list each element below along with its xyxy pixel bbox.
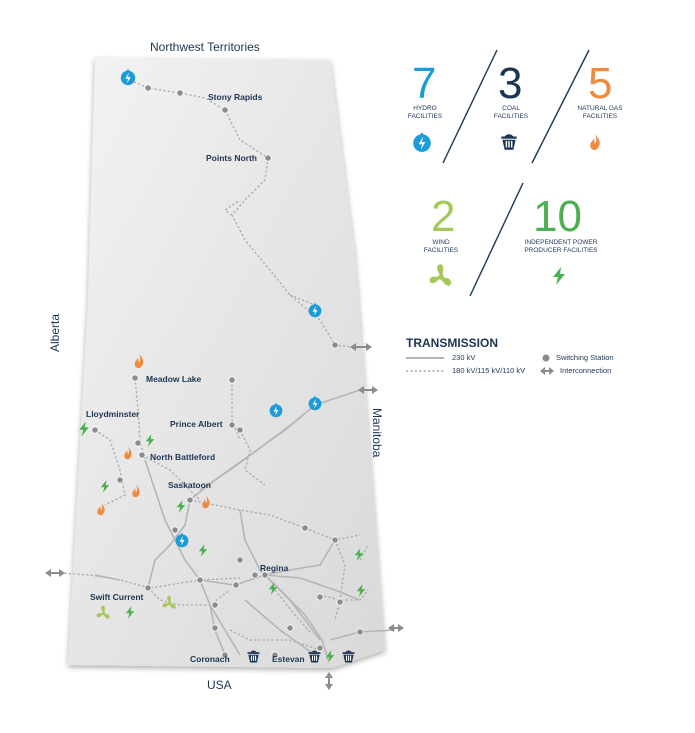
region-label-east: Manitoba [370,408,384,458]
city-label-prince-albert: Prince Albert [170,419,223,429]
city-label-swift-current: Swift Current [90,592,144,602]
wind-label: WIND FACILITIES [423,239,459,254]
legend-180kv: 180 kV/115 kV/110 kV [452,366,526,375]
gas-label: NATURAL GAS FACILITIES [577,105,623,120]
gas-count: 5 [588,59,613,108]
coal-label: COAL FACILITIES [493,105,529,120]
city-label-points-north: Points North [206,153,257,163]
stat-dividers [442,49,590,297]
region-label-north: Northwest Territories [150,40,260,54]
ipp-label: INDEPENDENT POWER PRODUCER FACILITIES [524,239,598,254]
city-label-north-battleford: North Battleford [150,452,216,462]
city-label-regina: Regina [260,563,289,573]
saskatchewan-province-shape [68,58,385,668]
city-label-stony-rapids: Stony Rapids [208,92,263,102]
solid-transmission-lines [94,389,396,661]
city-label-lloydminster: Lloydminster [86,409,140,419]
legend-symbols [406,354,554,375]
city-label-estevan: Estevan [272,654,305,664]
hydro-label: HYDRO FACILITIES [407,105,443,120]
city-label-coronach: Coronach [190,654,230,664]
legend-switching-station: Switching Station [556,353,614,362]
region-label-south: USA [207,678,232,692]
wind-count: 2 [431,192,456,241]
coal-count: 3 [498,59,523,108]
city-label-meadow-lake: Meadow Lake [146,374,202,384]
legend-title: TRANSMISSION [406,336,499,350]
legend-interconnection: Interconnection [560,366,612,375]
hydro-count: 7 [412,59,437,108]
interconnection-arrows [45,343,404,690]
region-label-west: Alberta [48,313,62,352]
city-label-saskatoon: Saskatoon [168,480,211,490]
ipp-count: 10 [533,192,582,241]
switching-stations [91,84,364,659]
legend-230kv: 230 kV [452,353,476,362]
